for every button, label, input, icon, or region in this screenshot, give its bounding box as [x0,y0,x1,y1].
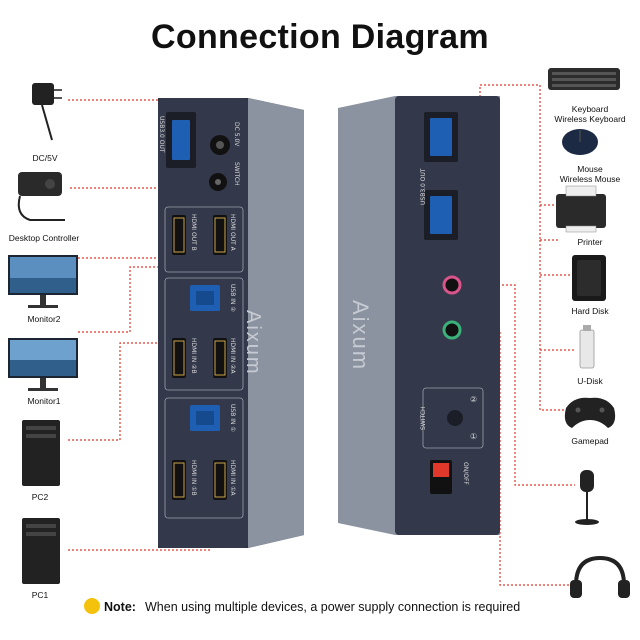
brand-right: Aixum [348,300,373,372]
label-hdmi-in-1a: HDMI IN ①A [229,460,236,496]
line-mic [462,284,575,486]
mouse-icon [562,129,598,155]
left-unit [158,98,304,548]
label-hdmi-in-2a: HDMI IN ②A [229,338,236,374]
pc2-tower-icon [22,420,60,486]
line-gamepad [539,240,565,411]
label-switch-port: SWITCH [233,162,240,186]
label-usb-out-left: USB3.0 OUT [158,116,165,153]
label-hdmi-out-a: HDMI OUT A [229,214,236,251]
label-usb-in-2: USB IN ② [229,284,236,312]
printer-icon [556,185,606,233]
label-pc1: PC1 [31,590,49,600]
line-monitor1 [78,266,178,333]
label-dc5v: DC/5V [32,153,58,163]
desktop-controller-icon [17,172,65,221]
microphone-icon [575,470,599,525]
label-hdmi-in-1b: HDMI IN ①B [190,460,197,496]
label-mouse: Mouse [577,164,603,174]
label-hard-disk: Hard Disk [571,306,609,316]
headphone-icon [570,555,630,598]
note-text: When using multiple devices, a power sup… [145,600,521,614]
monitor2-icon [8,255,78,308]
label-wireless-mouse: Wireless Mouse [559,174,621,184]
label-onoff: ON/OFF [462,462,469,485]
pc1-tower-icon [22,518,60,584]
label-wireless-keyboard: Wireless Keyboard [554,114,626,124]
label-desktop-controller: Desktop Controller [8,233,80,243]
right-unit [338,96,500,535]
label-hdmi-out-b: HDMI OUT B [190,214,197,251]
gamepad-icon [564,397,616,428]
note-prefix: Note: [104,600,136,614]
label-monitor1: Monitor1 [27,396,61,406]
label-pc2: PC2 [31,492,49,502]
label-gamepad: Gamepad [571,436,609,446]
label-switch-right: SWITCH [420,406,427,430]
monitor1-icon [8,338,78,391]
label-usb-out-right: USB3.0 OUT [420,168,427,205]
label-printer: Printer [577,237,603,247]
page-title: Connection Diagram [151,18,489,56]
label-switch-1: ① [470,432,478,441]
u-disk-icon [579,325,595,369]
hard-disk-icon [572,255,606,301]
brand-left: Aixum [242,310,264,376]
label-keyboard: Keyboard [571,104,609,114]
label-monitor2: Monitor2 [27,314,61,324]
keyboard-icon [548,68,620,90]
label-u-disk: U-Disk [577,376,603,386]
label-dc-port: DC 5.0V [233,122,240,147]
line-pc2 [68,342,178,441]
label-hdmi-in-2b: HDMI IN ②B [190,338,197,374]
label-switch-2: ② [470,395,478,404]
note-bulb-icon [84,598,100,614]
dc-adapter-icon [32,83,62,141]
label-usb-in-1: USB IN ① [229,404,236,432]
